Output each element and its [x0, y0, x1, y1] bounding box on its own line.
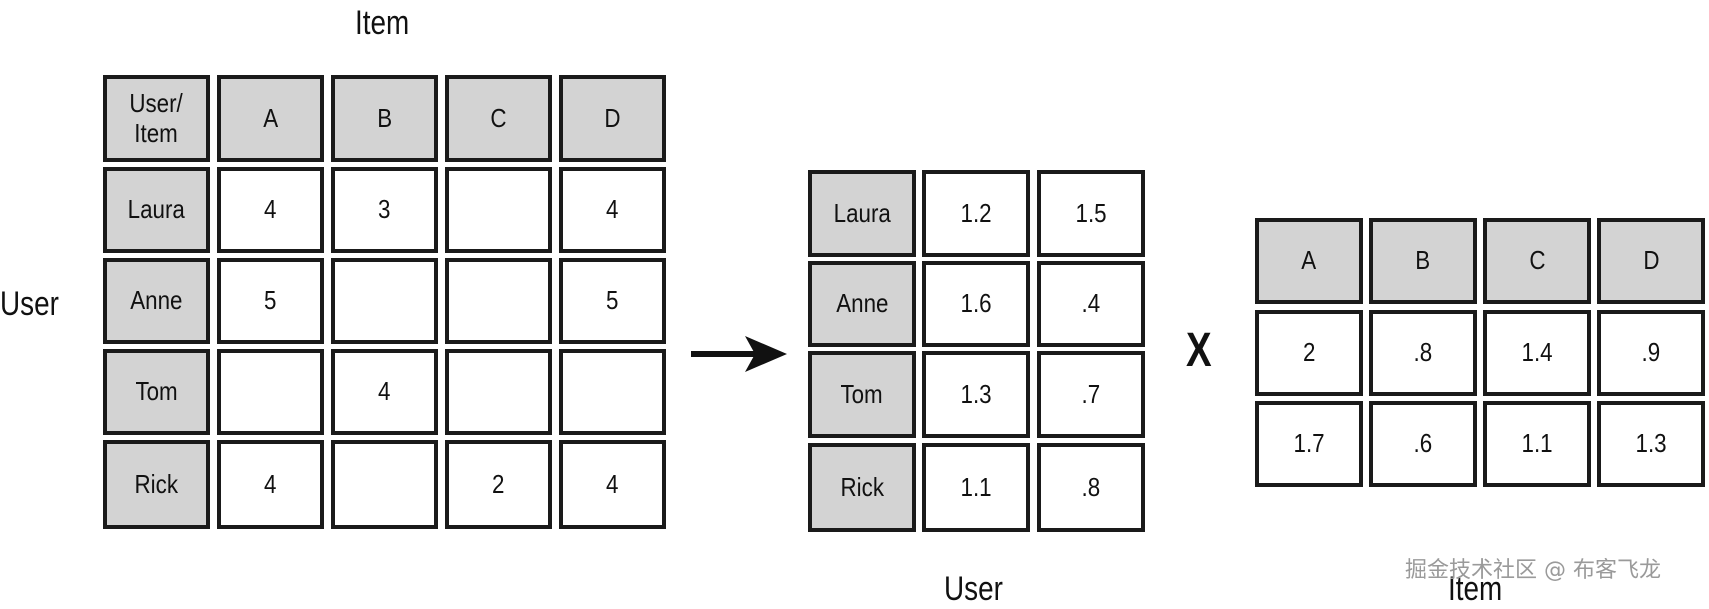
rating-cell — [217, 349, 324, 435]
rating-cell: 5 — [217, 258, 324, 344]
rating-col-header-c: C — [445, 75, 552, 162]
item-factor-title: Item — [1448, 570, 1503, 608]
user-factor-cell: 1.6 — [922, 261, 1030, 347]
rating-col-header-d: D — [559, 75, 666, 162]
rating-cell — [445, 167, 552, 253]
user-row-header-tom: Tom — [808, 351, 916, 438]
user-factor-cell: 1.5 — [1037, 170, 1145, 257]
rating-col-header-a: A — [217, 75, 324, 162]
rating-cell: 4 — [217, 440, 324, 529]
rating-cell: 4 — [331, 349, 438, 435]
item-factor-cell: .8 — [1369, 310, 1477, 396]
user-factor-cell: 1.1 — [922, 443, 1030, 532]
user-factor-cell: 1.3 — [922, 351, 1030, 438]
user-factor-cell: 1.2 — [922, 170, 1030, 257]
rating-cell — [559, 349, 666, 435]
rating-cell: 4 — [559, 440, 666, 529]
item-factor-cell: 1.7 — [1255, 401, 1363, 487]
watermark: 掘金技术社区 @ 布客飞龙 — [1405, 558, 1661, 583]
rating-cell: 4 — [217, 167, 324, 253]
rating-row-header-anne: Anne — [103, 258, 210, 344]
user-row-header-rick: Rick — [808, 443, 916, 532]
item-factor-cell: .9 — [1597, 310, 1705, 396]
rating-col-header-b: B — [331, 75, 438, 162]
item-col-header-b: B — [1369, 218, 1477, 304]
item-factor-cell: 1.4 — [1483, 310, 1591, 396]
item-col-header-c: C — [1483, 218, 1591, 304]
rating-cell: 3 — [331, 167, 438, 253]
user-row-header-anne: Anne — [808, 261, 916, 347]
corner-header-cell: User/ Item — [103, 75, 210, 162]
user-row-header-laura: Laura — [808, 170, 916, 257]
rating-matrix-user-title: User — [0, 285, 59, 323]
rating-cell: 2 — [445, 440, 552, 529]
rating-cell — [331, 440, 438, 529]
item-factor-cell: 1.3 — [1597, 401, 1705, 487]
item-col-header-a: A — [1255, 218, 1363, 304]
rating-row-header-laura: Laura — [103, 167, 210, 253]
corner-header-label: User/ Item — [129, 87, 184, 148]
rating-cell — [445, 349, 552, 435]
user-factor-cell: .8 — [1037, 443, 1145, 532]
rating-row-header-rick: Rick — [103, 440, 210, 529]
multiply-icon: X — [1186, 324, 1212, 377]
right-arrow-icon — [691, 336, 787, 372]
rating-row-header-tom: Tom — [103, 349, 210, 435]
item-col-header-d: D — [1597, 218, 1705, 304]
user-factor-cell: .7 — [1037, 351, 1145, 438]
rating-matrix-item-title: Item — [355, 4, 410, 42]
item-factor-cell: 1.1 — [1483, 401, 1591, 487]
user-factor-title: User — [944, 570, 1003, 608]
item-factor-cell: .6 — [1369, 401, 1477, 487]
rating-cell — [331, 258, 438, 344]
rating-cell: 5 — [559, 258, 666, 344]
user-factor-cell: .4 — [1037, 261, 1145, 347]
rating-cell: 4 — [559, 167, 666, 253]
item-factor-cell: 2 — [1255, 310, 1363, 396]
rating-cell — [445, 258, 552, 344]
